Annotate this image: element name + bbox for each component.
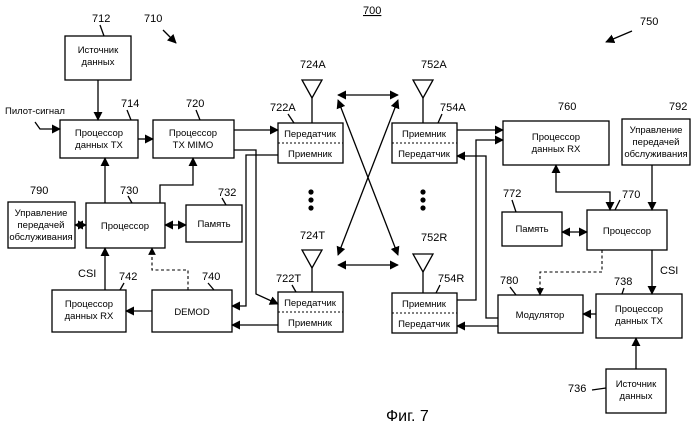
svg-text:данных TX: данных TX — [615, 316, 663, 327]
svg-text:Источник: Источник — [616, 379, 657, 390]
wireless-links — [338, 95, 398, 265]
processor-730: Процессор 730 — [86, 185, 165, 248]
svg-text:752R: 752R — [421, 232, 447, 244]
svg-text:Процессор: Процессор — [603, 226, 651, 237]
svg-text:Процессор: Процессор — [101, 221, 149, 232]
transceiver-722a: Передатчик Приемник 722A — [270, 102, 343, 163]
svg-text:Приемник: Приемник — [402, 129, 447, 140]
svg-text:770: 770 — [622, 189, 640, 201]
svg-text:736: 736 — [568, 383, 586, 395]
svg-text:данных: данных — [620, 391, 653, 402]
data-source-712: Источник данных 712 — [65, 13, 131, 80]
pilot-signal-label: Пилот-сигнал — [5, 106, 65, 117]
svg-text:724A: 724A — [300, 59, 326, 71]
right-ellipsis — [420, 189, 425, 210]
svg-text:724T: 724T — [300, 230, 325, 242]
tx-data-processor-714: Процессор данных TX 714 — [60, 98, 139, 158]
svg-text:Приемник: Приемник — [288, 149, 333, 160]
svg-text:Передатчик: Передатчик — [284, 298, 337, 309]
antenna-724a: 724A — [300, 59, 326, 123]
svg-text:792: 792 — [669, 101, 687, 113]
svg-text:760: 760 — [558, 101, 576, 113]
svg-text:данных RX: данных RX — [532, 144, 581, 155]
right-station-pointer — [606, 31, 632, 42]
svg-text:742: 742 — [119, 271, 137, 283]
svg-text:720: 720 — [186, 98, 204, 110]
svg-text:Процессор: Процессор — [75, 128, 123, 139]
svg-text:Источник: Источник — [78, 45, 119, 56]
svg-text:Передатчик: Передатчик — [398, 319, 451, 330]
handover-control-790: Управление передачей обслуживания 790 — [8, 185, 75, 248]
svg-text:Приемник: Приемник — [288, 318, 333, 329]
svg-text:722T: 722T — [276, 273, 301, 285]
transceiver-754r: Приемник Передатчик 754R — [392, 273, 464, 333]
svg-text:передачей: передачей — [18, 220, 65, 231]
transceiver-722t: Передатчик Приемник 722T — [276, 273, 343, 332]
demodulator-740: DEMOD 740 — [152, 271, 232, 332]
handover-control-792: Управление передачей обслуживания 792 — [622, 101, 690, 165]
svg-text:Процессор: Процессор — [615, 304, 663, 315]
svg-text:TX MIMO: TX MIMO — [173, 140, 214, 151]
tx-data-processor-738: Процессор данных TX 738 — [596, 276, 682, 338]
svg-text:732: 732 — [218, 187, 236, 199]
svg-text:Модулятор: Модулятор — [516, 310, 565, 321]
svg-text:обслуживания: обслуживания — [9, 232, 72, 243]
left-ellipsis — [308, 189, 313, 210]
right-station-ref: 750 — [640, 16, 658, 28]
svg-text:данных: данных — [82, 57, 115, 68]
svg-text:Передатчик: Передатчик — [398, 149, 451, 160]
transceiver-754a: Приемник Передатчик 754A — [392, 102, 466, 163]
svg-text:738: 738 — [614, 276, 632, 288]
svg-text:Процессор: Процессор — [65, 299, 113, 310]
svg-text:Процессор: Процессор — [169, 128, 217, 139]
left-station-ref: 710 — [144, 13, 162, 25]
svg-text:740: 740 — [202, 271, 220, 283]
memory-772: Память 772 — [502, 188, 562, 246]
svg-text:722A: 722A — [270, 102, 296, 114]
svg-text:Управление: Управление — [15, 208, 68, 219]
antenna-724t: 724T — [300, 230, 325, 292]
svg-text:Передатчик: Передатчик — [284, 129, 337, 140]
data-source-736: Источник данных 736 — [568, 369, 666, 413]
rx-data-processor-760: Процессор данных RX 760 — [503, 101, 609, 165]
right-csi-label: CSI — [660, 265, 678, 277]
left-csi-label: CSI — [78, 268, 96, 280]
tx-mimo-processor-720: Процессор TX MIMO 720 — [153, 98, 234, 158]
svg-text:данных TX: данных TX — [75, 140, 123, 151]
rx-data-processor-742: Процессор данных RX 742 — [52, 271, 137, 332]
svg-text:Приемник: Приемник — [402, 299, 447, 310]
svg-text:712: 712 — [92, 13, 110, 25]
svg-text:Память: Память — [197, 219, 230, 230]
svg-text:790: 790 — [30, 185, 48, 197]
svg-text:780: 780 — [500, 275, 518, 287]
svg-text:Процессор: Процессор — [532, 132, 580, 143]
svg-text:730: 730 — [120, 185, 138, 197]
svg-text:772: 772 — [503, 188, 521, 200]
memory-732: Память 732 — [186, 187, 242, 242]
processor-770: Процессор 770 — [587, 189, 667, 250]
svg-text:обслуживания: обслуживания — [624, 149, 687, 160]
svg-text:Управление: Управление — [630, 125, 683, 136]
svg-text:754R: 754R — [438, 273, 464, 285]
svg-text:714: 714 — [121, 98, 139, 110]
figure-number: 700 — [363, 5, 381, 17]
figure-caption: Фиг. 7 — [386, 408, 429, 425]
svg-text:754A: 754A — [440, 102, 466, 114]
svg-text:данных RX: данных RX — [65, 311, 114, 322]
svg-text:Память: Память — [515, 224, 548, 235]
svg-text:DEMOD: DEMOD — [174, 307, 210, 318]
svg-text:752A: 752A — [421, 59, 447, 71]
left-station-pointer — [163, 30, 176, 43]
svg-text:передачей: передачей — [633, 137, 680, 148]
